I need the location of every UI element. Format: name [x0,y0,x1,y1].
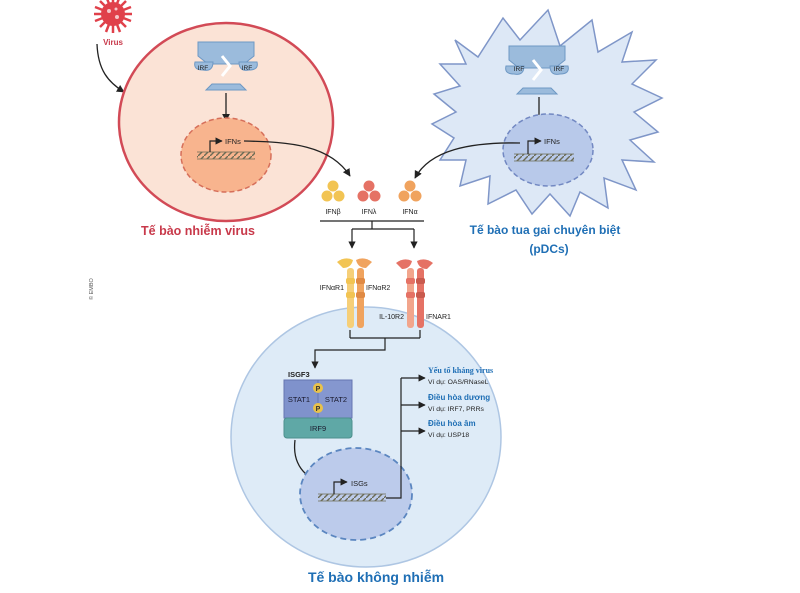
ifnar1-receptor-right-icon [416,259,433,328]
infected-ifn-secretion-arrow [243,140,351,177]
pdc-irf-label-right: IRF [554,66,565,73]
phospho-label-bottom: P [316,406,321,413]
ifnar1-left-label: IFNαR1 [320,285,344,292]
infected-irf-label-right: IRF [242,65,253,72]
ifn-beta-label: IFNβ [325,209,340,216]
ifn-alpha-label: IFNα [402,209,417,216]
ifn-beta-molecule-icon [321,180,345,202]
infected-cell-title: Tế bào nhiễm virus [141,223,255,238]
virus-entry-arrow [96,43,125,93]
ifnar2-label: IFNαR2 [366,285,390,292]
isgf3-label: ISGF3 [288,370,310,379]
receptor-to-isgf3-connector [311,330,421,369]
negative-regulation-title: Điều hòa âm [428,419,476,428]
isg-output-arrows [386,374,426,499]
il10r2-label: IL-10R2 [379,314,404,321]
infected-irf-label-left: IRF [198,65,209,72]
infected-promoter-arrow [209,137,223,152]
pdc-title-line2: (pDCs) [529,242,568,256]
copyright-label: © EMBO [88,278,95,300]
ifn-lambda-molecule-icon [357,180,381,202]
stat2-block [317,379,353,419]
positive-regulation-example: Ví dụ: IRF7, PRRs [428,406,485,413]
uninfected-dna-strand-icon [318,493,386,502]
virus-particle-icon [94,0,132,33]
uninfected-cell-title: Tế bào không nhiễm [308,569,444,585]
antiviral-factor-example: Ví dụ: OAS/RNaseL [428,379,489,386]
pdc-ifns-label: IFNs [544,137,560,146]
irf9-block [283,417,353,439]
stat1-label: STAT1 [288,395,310,404]
antiviral-factor-title: Yếu tố kháng virus [428,366,493,375]
ifn-to-receptor-bracket [320,220,424,249]
pdc-dna-strand-icon [514,153,574,162]
ifnar1-receptor-left-icon [337,258,355,328]
il10r2-receptor-icon [396,259,415,328]
phospho-label-top: P [316,386,321,393]
phospho-site-top [313,383,323,393]
ifn-lambda-label: IFNλ [362,209,377,216]
pdc-ifn-secretion-arrow [414,142,521,179]
negative-regulation-example: Ví dụ: USP18 [428,432,469,439]
irf9-label: IRF9 [310,424,326,433]
stat2-label: STAT2 [325,395,347,404]
virus-label: Virus [103,38,123,47]
isgf3-complex [283,379,353,439]
isgs-label: ISGs [351,479,368,488]
infected-ifns-label: IFNs [225,137,241,146]
infected-cell-irf-dimer-icon [194,41,258,91]
infected-dna-strand-icon [197,151,255,160]
pdc-cell [430,8,664,218]
phospho-site-bottom [313,403,323,413]
pdc-title-line1: Tế bào tua gai chuyên biệt [470,223,621,237]
pdc-promoter-arrow [527,137,542,154]
positive-regulation-title: Điều hòa dương [428,393,490,402]
pdc-irf-label-left: IRF [514,66,525,73]
ifnar2-receptor-left-icon [356,258,372,328]
stat1-block [283,379,319,419]
pdc-nucleus [502,113,594,187]
ifnar1-right-label: IFNAR1 [426,314,451,321]
isg-promoter-arrow [333,478,348,494]
uninfected-cell [230,306,502,568]
ifn-alpha-molecule-icon [398,180,422,202]
pdc-irf-dimer-icon [505,45,569,95]
